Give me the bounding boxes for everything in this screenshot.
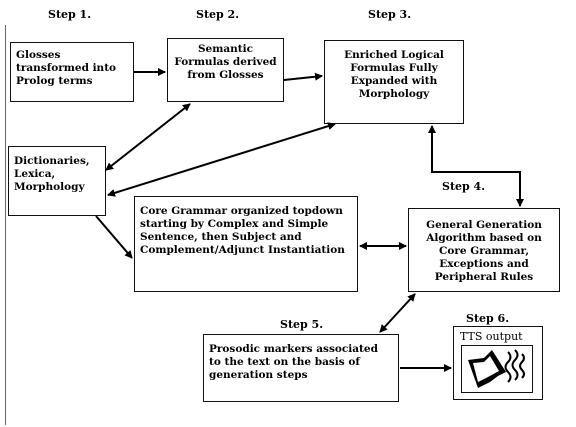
prosodic-markers-box: Prosodic markers associated to the text … xyxy=(203,334,399,402)
enriched-formulas-box: Enriched Logical Formulas Fully Expanded… xyxy=(324,40,464,124)
left-frame-line xyxy=(5,25,6,425)
glosses-box: Glosses transformed into Prolog terms xyxy=(10,42,134,102)
arrow-semantic-dictionaries xyxy=(105,103,191,171)
step-5-label: Step 5. xyxy=(280,318,324,331)
arrow-dictionaries-to-core xyxy=(95,215,133,259)
step-4-label: Step 4. xyxy=(442,180,486,193)
core-grammar-box: Core Grammar organized topdown starting … xyxy=(134,196,358,292)
arrow-enriched-general xyxy=(428,125,524,207)
step-1-label: Step 1. xyxy=(48,8,92,21)
tts-output-box: TTS output xyxy=(453,326,543,400)
dictionaries-box: Dictionaries, Lexica, Morphology xyxy=(8,146,106,216)
arrow-enriched-dictionaries xyxy=(107,122,336,197)
general-generation-box: General Generation Algorithm based on Co… xyxy=(408,208,560,292)
semantic-formulas-box: Semantic Formulas derived from Glosses xyxy=(167,38,284,102)
step-2-label: Step 2. xyxy=(196,8,240,21)
step-6-label: Step 6. xyxy=(466,312,510,325)
arrow-general-prosodic xyxy=(379,293,416,333)
tts-output-label: TTS output xyxy=(460,330,523,343)
step-3-label: Step 3. xyxy=(368,8,412,21)
arrow-semantic-to-enriched xyxy=(283,72,323,81)
speaker-sound-icon xyxy=(461,345,533,393)
